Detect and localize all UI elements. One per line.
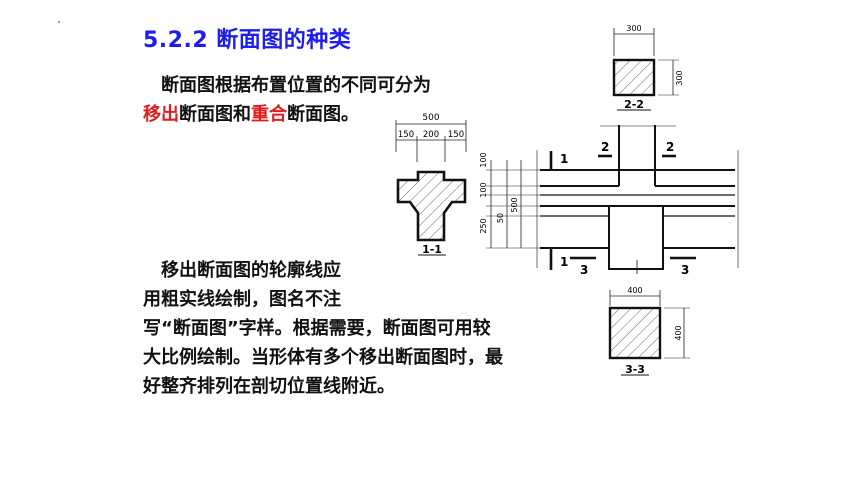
dim-part-3: 150 <box>448 130 464 140</box>
section-3-3: 400 400 3-3 <box>608 286 690 376</box>
dim-elev-3: 250 <box>479 218 488 233</box>
dim-elev-4: 50 <box>496 213 505 223</box>
mark-1-top: 1 <box>560 152 568 166</box>
body-line-3: 写“断面图”字样。根据需要，断面图可用较 <box>143 318 491 339</box>
term-coincident-section: 重合 <box>251 104 287 125</box>
dim-3-3-height: 400 <box>674 325 683 340</box>
dim-3-3-width: 400 <box>627 286 642 295</box>
dim-elev-5: 500 <box>510 197 519 212</box>
intro-line-2: 移出断面图和重合断面图。 <box>143 100 359 129</box>
label-2-2: 2-2 <box>624 98 644 111</box>
dim-2-2-width: 300 <box>626 24 641 33</box>
dim-part-1: 150 <box>398 130 414 140</box>
label-3-3: 3-3 <box>625 363 645 376</box>
dim-elev-2: 100 <box>479 182 488 197</box>
section-1-1: 500 150 200 150 1-1 <box>395 113 467 256</box>
mark-3-left: 3 <box>580 263 588 277</box>
dim-part-2: 200 <box>423 130 439 140</box>
dim-total: 500 <box>422 113 439 123</box>
section-title: 5.2.2 断面图的种类 <box>143 28 352 53</box>
dim-2-2-height: 300 <box>675 70 684 85</box>
intro-line-1: 断面图根据布置位置的不同可分为 <box>161 75 431 96</box>
body-line-4: 大比例绘制。当形体有多个移出断面图时，最 <box>143 347 503 368</box>
mark-3-right: 3 <box>681 263 689 277</box>
term-removed-section: 移出 <box>143 104 179 125</box>
mark-1-bottom: 1 <box>560 255 568 269</box>
mark-2-right: 2 <box>666 140 674 154</box>
section-2-2: 300 300 2-2 <box>612 24 684 111</box>
decorative-dot <box>58 21 60 23</box>
dim-elev-1: 100 <box>479 152 488 167</box>
elevation-view: 1 1 2 2 3 3 100 100 250 50 500 <box>479 125 739 277</box>
intro-text-b: 断面图。 <box>287 104 359 125</box>
label-1-1: 1-1 <box>422 243 442 256</box>
body-line-1: 移出断面图的轮廓线应 <box>161 260 341 281</box>
body-line-5: 好整齐排列在剖切位置线附近。 <box>143 376 395 397</box>
intro-text-a: 断面图和 <box>179 104 251 125</box>
body-line-2: 用粗实线绘制，图名不注 <box>143 289 341 310</box>
mark-2-left: 2 <box>601 140 609 154</box>
